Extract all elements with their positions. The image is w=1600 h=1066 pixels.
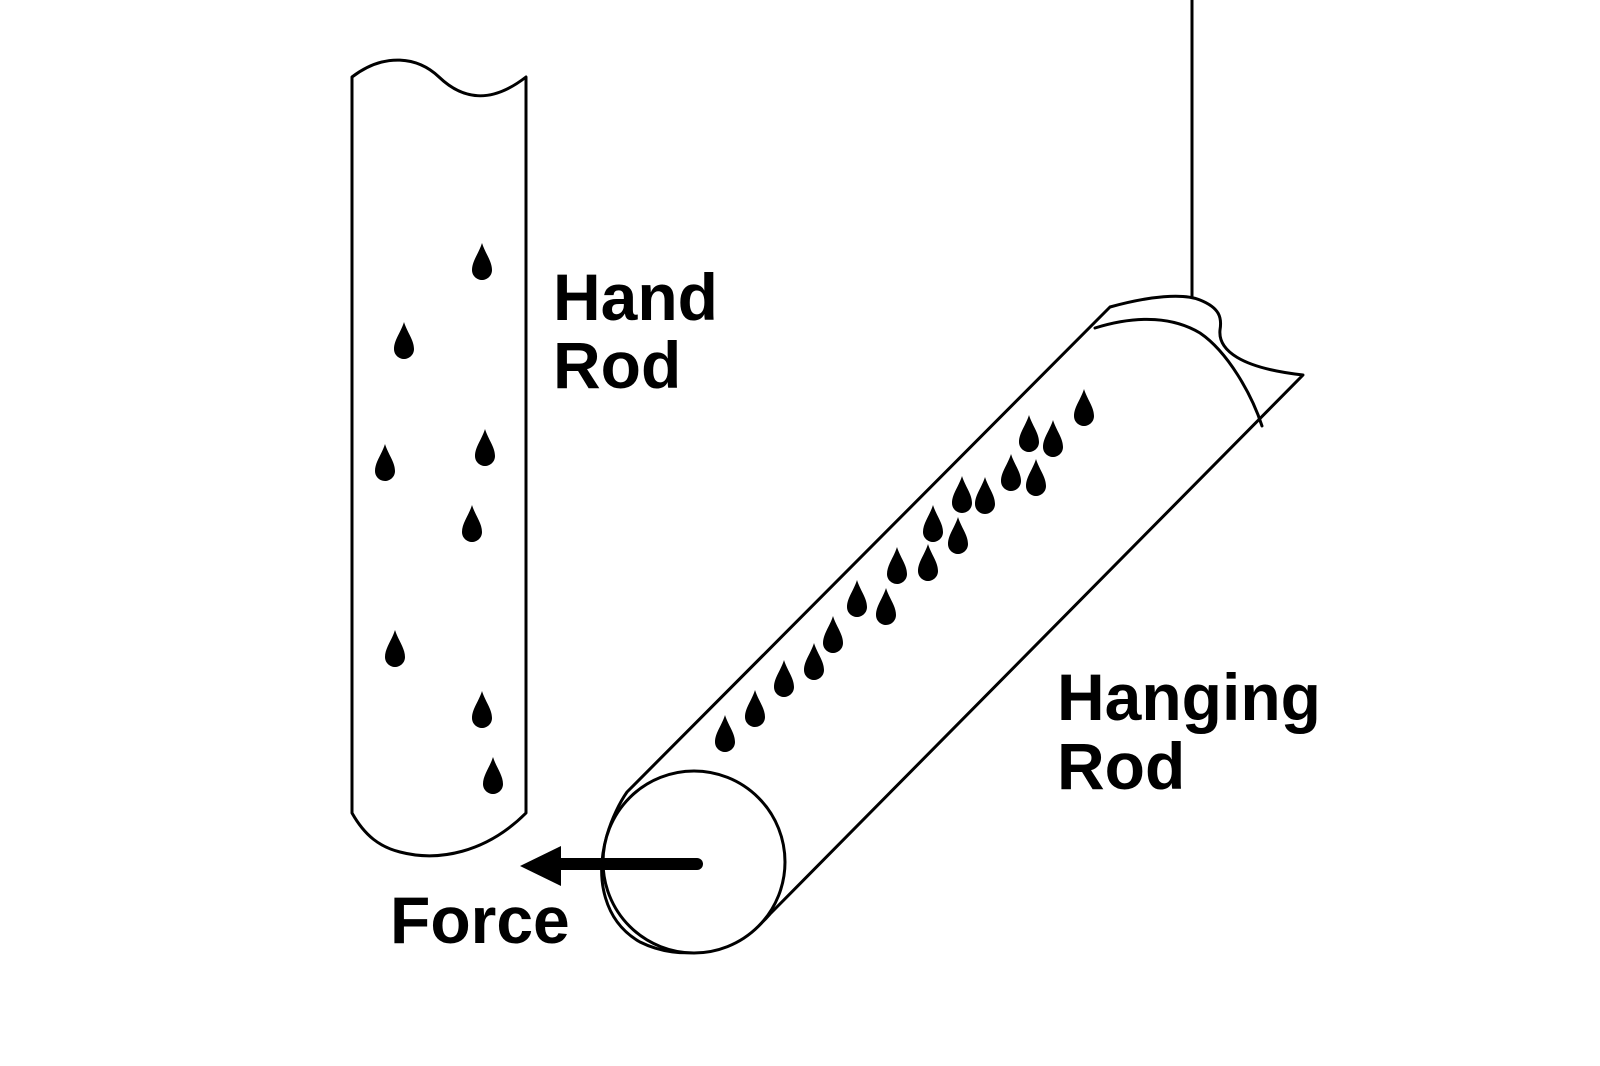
force-arrow-head xyxy=(520,846,561,886)
hanging-rod xyxy=(600,294,1305,955)
force-arrow xyxy=(520,846,703,886)
hand-rod-label-line1: Hand xyxy=(553,260,718,334)
hanging-rod-top-rim xyxy=(1093,317,1264,428)
hanging-rod-label-line1: Hanging xyxy=(1057,660,1321,734)
force-label: Force xyxy=(390,883,570,957)
hand-rod-label-line2: Rod xyxy=(553,328,681,402)
hand-rod xyxy=(350,58,528,858)
hanging-rod-label-line2: Rod xyxy=(1057,729,1185,803)
hand-rod-body xyxy=(350,58,528,858)
